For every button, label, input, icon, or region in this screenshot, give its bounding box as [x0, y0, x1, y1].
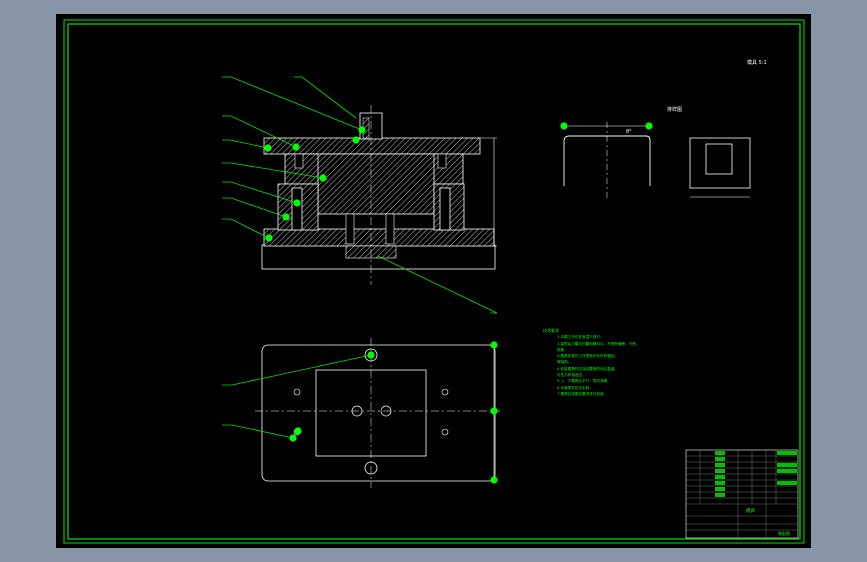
- left-bolt: [291, 187, 303, 231]
- strip-layout-view: [689, 137, 751, 189]
- upper-left-screw: [294, 153, 304, 169]
- tech-req-line: 3.模具各零件工作表面不允许有裂纹。: [557, 354, 618, 359]
- lower-pin-left: [345, 213, 355, 245]
- lower-pin-right: [385, 213, 395, 245]
- part-view-label: 排样图: [667, 106, 682, 113]
- pilot-hole-right: [380, 405, 392, 417]
- central-die-body: [317, 153, 435, 215]
- tech-req-heading: 技术要求: [543, 328, 559, 333]
- tech-req-lines: 1.冲模工作应在常温下进行。2.装配后凸模与凹模间隙均匀，不得有偏移，卡死。现象…: [543, 334, 661, 397]
- sheet-number: 装配图: [778, 530, 790, 536]
- screw-hole-1: [293, 388, 301, 396]
- tech-req-line: 与压力机相适应。: [557, 373, 586, 378]
- tech-req-line: 6.冲裁零件应无毛刺。: [557, 385, 593, 390]
- leader-lines: [222, 76, 498, 439]
- guide-hole-top: [364, 348, 378, 362]
- screw-hole-3: [441, 388, 449, 396]
- tech-req-line: 7.模具应按图纸要求进行验收。: [557, 391, 608, 396]
- strip-blank: [705, 143, 733, 175]
- tech-req-line: 2.装配后凸模与凹模间隙均匀，不得有偏移，卡死。: [557, 341, 640, 346]
- tech-req-line: 4.安装模具时应保证模具的闭合高度。: [557, 366, 618, 371]
- selection-grips[interactable]: [264, 122, 653, 484]
- inner-frame: [67, 23, 801, 540]
- lower-die-block: [263, 228, 495, 247]
- tech-req-line: 5.上、下模具应平行，导向准确。: [557, 379, 611, 384]
- outer-frame: [63, 19, 805, 544]
- upper-right-screw: [437, 153, 447, 169]
- tech-req-line: 现象。: [557, 347, 568, 352]
- sheet-background: [56, 14, 811, 548]
- dim-angle-label: 8°: [626, 129, 632, 135]
- drawing-name: 模具: [746, 507, 755, 514]
- screw-hole-4: [441, 428, 449, 436]
- title-block-frame: [685, 449, 799, 539]
- scale-label: 模具 5:1: [747, 59, 767, 66]
- tech-req-line: 1.冲模工作应在常温下进行。: [557, 335, 604, 340]
- front-section-view[interactable]: [261, 105, 497, 285]
- guide-hole-bottom: [364, 461, 378, 475]
- technical-requirements: 技术要求 1.冲模工作应在常温下进行。2.装配后凸模与凹模间隙均匀，不得有偏移，…: [543, 328, 661, 397]
- part-profile: [563, 135, 651, 186]
- pilot-hole-left: [351, 405, 363, 417]
- title-block[interactable]: 模具 装配图: [685, 449, 799, 539]
- tech-req-line: 等缺陷。: [557, 360, 572, 365]
- part-view[interactable]: 8° 排样图 模具 5:1: [563, 59, 767, 198]
- right-bolt: [439, 187, 451, 231]
